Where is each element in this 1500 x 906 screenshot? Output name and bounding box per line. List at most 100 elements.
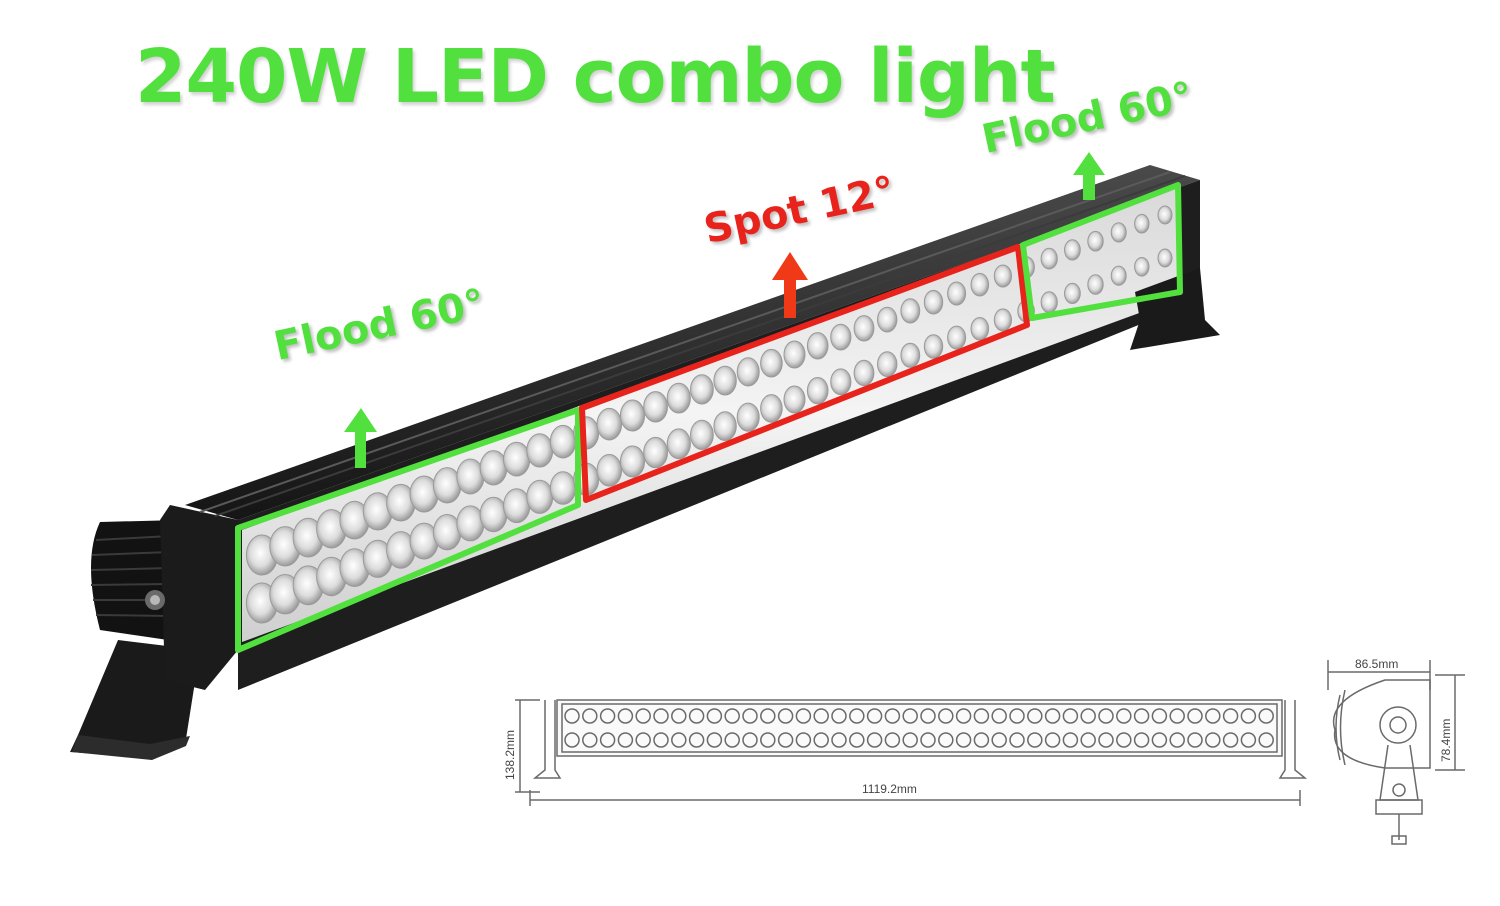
led-lens xyxy=(596,407,623,441)
led-lens xyxy=(526,479,554,514)
drawing-led xyxy=(1205,708,1221,724)
drawing-led xyxy=(1169,708,1185,724)
led-lens xyxy=(1040,247,1058,270)
led-lens xyxy=(736,357,760,387)
led-lens xyxy=(877,306,898,333)
spot-arrow xyxy=(772,252,808,318)
led-lens xyxy=(877,351,898,378)
drawing-led xyxy=(671,708,687,724)
led-lens xyxy=(526,433,554,468)
housing-top xyxy=(185,165,1200,520)
side-view-drawing xyxy=(1327,660,1465,845)
product-headline: 240W LED combo light xyxy=(135,34,1056,120)
drawing-led xyxy=(671,732,687,748)
led-lens xyxy=(947,325,967,350)
drawing-led xyxy=(760,708,776,724)
led-lens xyxy=(619,399,646,432)
led-lens xyxy=(690,374,714,405)
drawing-led xyxy=(1080,708,1096,724)
light-bar xyxy=(70,152,1220,760)
drawing-led xyxy=(599,708,616,724)
led-lens xyxy=(853,315,875,342)
drawing-led xyxy=(760,732,776,748)
drawing-led xyxy=(813,708,829,724)
led-lens xyxy=(760,348,783,378)
drawing-led xyxy=(1222,708,1239,724)
drawing-led xyxy=(1098,708,1114,724)
led-lens xyxy=(690,419,714,450)
drawing-led-grid xyxy=(564,708,1274,748)
drawing-led xyxy=(849,708,865,724)
drawing-led xyxy=(955,732,972,748)
drawing-led xyxy=(795,708,812,724)
drawing-led xyxy=(938,732,954,748)
led-lens xyxy=(993,264,1013,288)
drawing-led xyxy=(991,732,1007,748)
drawing-led xyxy=(1027,732,1043,748)
drawing-led xyxy=(1240,708,1257,724)
drawing-led xyxy=(938,708,954,724)
drawing-led xyxy=(635,732,651,748)
drawing-led xyxy=(866,708,883,724)
drawing-led xyxy=(1062,708,1079,724)
led-lens xyxy=(713,365,737,396)
drawing-led xyxy=(1080,732,1096,748)
spot-zone-frame xyxy=(579,244,1030,503)
led-lens xyxy=(1087,230,1104,252)
led-lens xyxy=(549,471,577,505)
led-lens xyxy=(1157,248,1173,268)
side-depth-label: 86.5mm xyxy=(1355,657,1398,671)
led-lens xyxy=(1110,222,1127,243)
led-lens xyxy=(666,428,691,460)
drawing-height-label: 138.2mm xyxy=(503,730,517,780)
led-lens xyxy=(479,496,508,533)
drawing-led xyxy=(920,732,936,748)
led-lens xyxy=(923,289,944,315)
led-lens xyxy=(666,382,691,414)
led-lens xyxy=(643,436,668,469)
led-lens xyxy=(853,359,875,387)
drawing-led xyxy=(688,708,705,724)
side-height-label: 78.4mm xyxy=(1439,719,1453,762)
led-lens xyxy=(1134,213,1150,234)
led-lens xyxy=(830,368,852,396)
drawing-led xyxy=(795,732,812,748)
drawing-led xyxy=(1009,732,1025,748)
drawing-led xyxy=(1258,732,1274,748)
led-lens xyxy=(993,308,1013,332)
drawing-led xyxy=(635,708,651,724)
drawing-led xyxy=(991,708,1007,724)
drawing-led xyxy=(653,708,669,724)
led-lens xyxy=(806,332,829,360)
drawing-led xyxy=(742,732,758,748)
led-lens xyxy=(1110,265,1127,286)
drawing-led xyxy=(688,732,705,748)
drawing-led xyxy=(920,708,936,724)
drawing-led xyxy=(724,708,740,724)
drawing-led xyxy=(724,732,740,748)
drawing-led xyxy=(777,732,794,748)
drawing-led xyxy=(831,732,847,748)
flood-left-arrow xyxy=(344,408,377,468)
led-lens xyxy=(596,454,623,487)
led-lens xyxy=(1040,291,1058,314)
drawing-led xyxy=(1009,708,1025,724)
led-lens xyxy=(923,334,944,359)
drawing-led xyxy=(1116,708,1132,724)
flood-zone-right-frame xyxy=(1020,182,1183,321)
drawing-led xyxy=(742,708,758,724)
drawing-led xyxy=(973,732,990,748)
led-lens xyxy=(736,402,760,432)
led-lens xyxy=(503,441,531,477)
drawing-led xyxy=(564,708,580,724)
drawing-led xyxy=(1187,708,1203,724)
drawing-led xyxy=(1044,732,1061,748)
led-lens xyxy=(783,340,806,369)
drawing-led xyxy=(1240,732,1257,748)
drawing-led xyxy=(1258,708,1274,724)
drawing-led xyxy=(582,708,598,724)
led-lens xyxy=(1134,257,1150,277)
drawing-led xyxy=(777,708,794,724)
led-lens xyxy=(1064,239,1081,261)
